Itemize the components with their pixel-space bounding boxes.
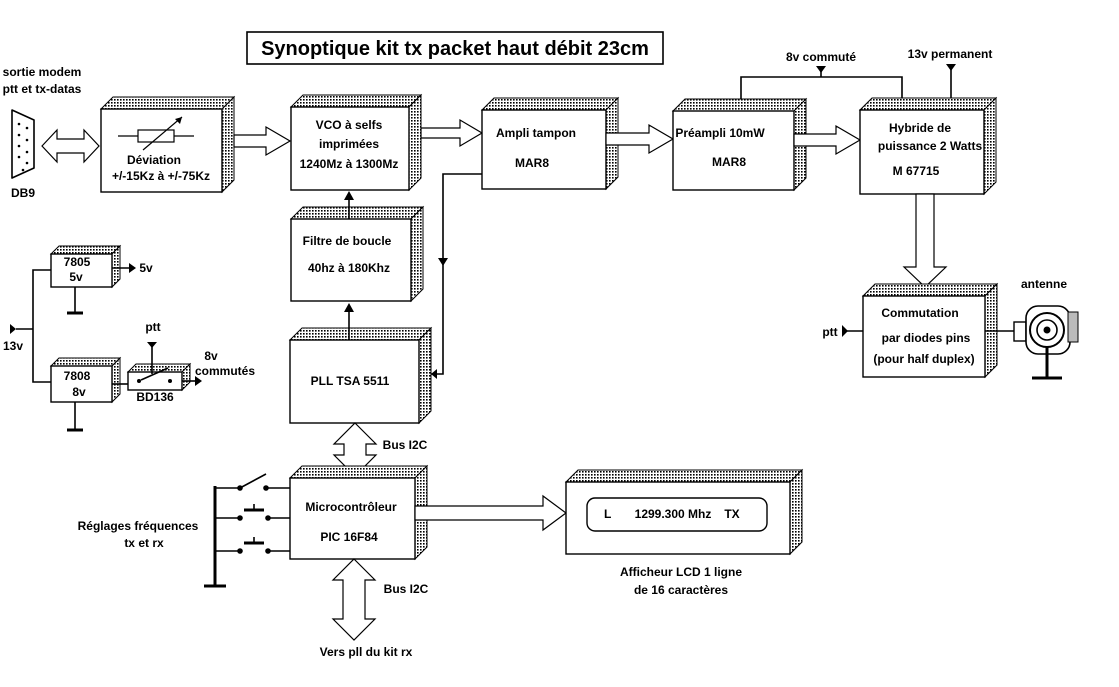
deviation-block: Déviation +/-15Kz à +/-75Kz [99,95,236,194]
feedback-line [431,173,482,379]
buttons-caption: Réglages fréquences [78,519,199,533]
db9-shell-icon [11,109,35,179]
output-8v-label-2: commutés [195,364,255,378]
bus-i2c-bottom-arrow [331,558,377,641]
ampli-tampon-block: Ampli tampon MAR8 [480,96,620,191]
micro-chip-label: PIC 16F84 [320,530,378,544]
commutation-block: Commutation par diodes pins (pour half d… [861,282,999,379]
vco-label: VCO à selfs [316,118,383,132]
deviation-range-label: +/-15Kz à +/-75Kz [112,169,210,183]
bus-i2c-top-label: Bus I2C [383,438,428,452]
ptt-supply-label: ptt [145,320,160,334]
hybride-commutation-arrow [902,193,948,288]
hybride-block: Hybride de puissance 2 Watts M 67715 [858,96,998,196]
filtre-label: Filtre de boucle [303,234,392,248]
pll-label: PLL TSA 5511 [311,374,390,388]
hybride-chip-label: M 67715 [893,164,940,178]
preampli-label: Préampli 10mW [675,126,765,140]
ampli-tampon-chip-label: MAR8 [515,156,549,170]
vers-pll-label: Vers pll du kit rx [320,645,413,659]
lcd-caption-2: de 16 caractères [634,583,728,597]
deviation-vco-arrow [233,125,292,157]
filtre-boucle-block: Filtre de boucle 40hz à 180Khz [289,205,425,303]
output-8v-label: 8v [204,349,218,363]
deviation-label: Déviation [127,153,181,167]
commutation-diodes-label: par diodes pins [882,331,971,345]
pll-block: PLL TSA 5511 [288,326,433,425]
lcd-display: L 1299.300 Mhz TX [564,468,804,556]
reg-7808-voltage: 8v [72,385,86,399]
micro-label: Microcontrôleur [305,500,397,514]
lcd-caption: Afficheur LCD 1 ligne [620,565,742,579]
transistor-label: BD136 [136,390,174,404]
toggle-switch-icon [239,473,267,489]
reg-7805-voltage: 5v [69,270,83,284]
transistor-bd136 [127,371,183,391]
db9-deviation-double-arrow [41,128,100,164]
vco-block: VCO à selfs imprimées 1240Mz à 1300Mz [289,93,423,192]
lcd-status: TX [724,507,739,521]
rail-8v-switched: 8v commuté [740,50,903,99]
rail-13v-label: 13v permanent [908,47,993,61]
commutation-duplex-label: (pour half duplex) [873,352,974,366]
preampli-hybride-arrow [793,124,862,156]
preampli-chip-label: MAR8 [712,155,746,169]
buttons-caption-2: tx et rx [124,536,164,550]
ampli-tampon-label: Ampli tampon [496,126,576,140]
ptt-commutation-input: ptt [822,325,863,339]
title-box: Synoptique kit tx packet haut débit 23cm [246,31,664,65]
hybride-power-label: puissance 2 Watts [878,139,983,153]
antenna-plug-icon [1013,321,1027,342]
diagram-title: Synoptique kit tx packet haut débit 23cm [261,38,649,60]
commutation-label: Commutation [881,306,958,320]
lcd-mode: L [604,507,611,521]
antenna-connector: antenne [985,277,1079,380]
rail-8v-label: 8v commuté [786,50,856,64]
bus-i2c-bottom-label: Bus I2C [384,582,429,596]
potentiometer-icon [118,116,194,151]
db9-connector: sortie modem ptt et tx-datas DB9 [3,65,82,200]
power-supply: 13v 7805 5v 5v 7808 8v ptt BD136 [3,244,255,432]
antenna-label: antenne [1021,277,1067,291]
micro-block: Microcontrôleur PIC 16F84 [288,464,429,561]
output-5v-label: 5v [139,261,153,275]
db9-label: DB9 [11,186,35,200]
regulator-7808 [50,365,113,403]
frequency-buttons [204,473,290,588]
rail-13v-permanent: 13v permanent [908,47,993,98]
modem-output-caption: sortie modem [3,65,82,79]
reg-7808-label: 7808 [64,369,91,383]
input-13v-label: 13v [3,339,23,353]
micro-lcd-arrow [414,494,568,532]
vco-range-label: 1240Mz à 1300Mz [300,157,399,171]
lcd-frequency: 1299.300 Mhz [635,507,712,521]
ampli-preampli-arrow [605,123,675,155]
filtre-range-label: 40hz à 180Khz [308,261,390,275]
regulator-7805 [50,253,113,288]
reg-7805-label: 7805 [64,255,91,269]
ptt-commutation-label: ptt [822,325,837,339]
modem-output-caption-2: ptt et tx-datas [3,82,82,96]
vco-ampli-arrow [420,118,484,148]
preampli-block: Préampli 10mW MAR8 [671,97,808,192]
hybride-label: Hybride de [889,121,951,135]
lcd-screen [586,497,768,532]
vco-label-2: imprimées [319,137,379,151]
db9-pins-icon [17,122,29,172]
